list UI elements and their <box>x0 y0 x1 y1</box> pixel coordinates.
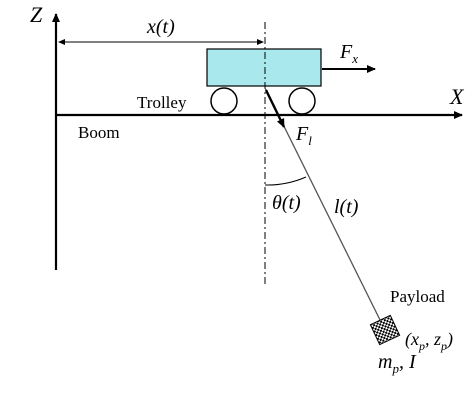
cable <box>264 87 386 331</box>
force-l-arrow <box>264 89 286 128</box>
angle-label: θ(t) <box>272 192 301 214</box>
force-l-label: Fl <box>295 123 312 148</box>
angle-arc <box>264 176 307 186</box>
payload-mass-inertia: mp, I <box>378 351 417 376</box>
checkered-payload-icon <box>369 314 401 346</box>
force-x-label: Fx <box>339 41 358 66</box>
z-axis-label: Z <box>30 2 43 27</box>
cable-length-label: l(t) <box>334 196 359 218</box>
x-axis-label: X <box>449 84 465 109</box>
payload-label: Payload <box>390 287 445 306</box>
trolley-position-label: x(t) <box>146 16 175 38</box>
payload-coordinates: (xp, zp) <box>405 329 453 353</box>
trolley-label: Trolley <box>137 93 187 112</box>
trolley-cart-icon <box>206 48 322 115</box>
boom-label: Boom <box>78 123 120 142</box>
